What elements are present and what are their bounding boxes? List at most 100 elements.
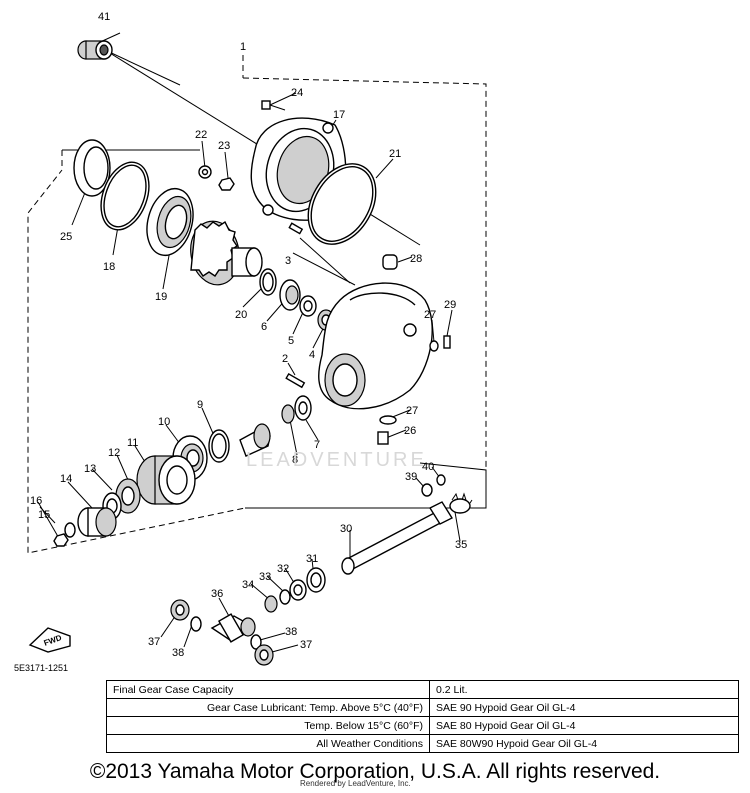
- callout-36: 36: [211, 588, 223, 600]
- part-23-nut: [218, 177, 235, 191]
- part-3-stud: [288, 222, 351, 284]
- callout-22: 22: [195, 129, 207, 141]
- spec-label: Final Gear Case Capacity: [106, 680, 430, 699]
- callout-14: 14: [60, 473, 72, 485]
- part-12-nut: [115, 478, 141, 514]
- callout-38-right: 38: [285, 626, 297, 638]
- callout-37-right: 37: [300, 639, 312, 651]
- spec-value: 0.2 Lit.: [429, 680, 739, 699]
- part-11-bearing-housing: [136, 455, 196, 505]
- callout-20: 20: [235, 309, 247, 321]
- part-18-o-ring: [100, 161, 150, 231]
- callout-3: 3: [285, 255, 291, 267]
- part-38-clip: [190, 616, 202, 632]
- part-32-washer: [289, 579, 307, 601]
- callout-31: 31: [306, 553, 318, 565]
- callout-21: 21: [389, 148, 401, 160]
- callout-12: 12: [108, 447, 120, 459]
- callout-17: 17: [333, 109, 345, 121]
- part-19-bearing: [146, 187, 194, 257]
- callout-27-lower: 27: [406, 405, 418, 417]
- part-gear-case-housing: [318, 282, 433, 410]
- spec-value: SAE 80W90 Hypoid Gear Oil GL-4: [429, 734, 739, 753]
- fwd-arrow-icon: FWD: [28, 627, 71, 653]
- callout-24: 24: [291, 87, 303, 99]
- watermark: LEADVENTURE: [246, 449, 427, 471]
- callout-28: 28: [410, 253, 422, 265]
- callout-29: 29: [444, 299, 456, 311]
- part-16-nut: [53, 533, 69, 547]
- part-33-clip: [279, 589, 291, 605]
- spec-label: Temp. Below 15°C (60°F): [106, 716, 430, 735]
- part-40-circlip: [436, 474, 446, 486]
- part-27-washer-lower: [379, 415, 397, 425]
- part-29-bolt: [443, 335, 451, 349]
- callout-9: 9: [197, 399, 203, 411]
- callout-7: 7: [314, 439, 320, 451]
- spec-label: Gear Case Lubricant: Temp. Above 5°C (40…: [106, 698, 430, 717]
- part-14-coupling: [77, 507, 117, 537]
- callout-18: 18: [103, 261, 115, 273]
- callout-19: 19: [155, 291, 167, 303]
- callout-27: 27: [424, 309, 436, 321]
- callout-30: 30: [340, 523, 352, 535]
- part-26-drain-bolt: [377, 431, 389, 445]
- part-28-plug: [382, 254, 398, 270]
- callout-13: 13: [84, 463, 96, 475]
- part-15-washer: [64, 522, 76, 538]
- spec-label: All Weather Conditions: [106, 734, 430, 753]
- callout-41: 41: [98, 11, 110, 23]
- callout-33: 33: [259, 571, 271, 583]
- callout-25: 25: [60, 231, 72, 243]
- spec-value: SAE 80 Hypoid Gear Oil GL-4: [429, 716, 739, 735]
- part-6-bearing: [279, 279, 301, 311]
- diagram-code: 5E3171-1251: [14, 663, 69, 673]
- callout-6: 6: [261, 321, 267, 333]
- callout-1: 1: [240, 41, 246, 53]
- callout-23: 23: [218, 140, 230, 152]
- part-30-drive-shaft: [341, 501, 454, 575]
- callout-5: 5: [288, 335, 294, 347]
- part-31-oil-seal: [306, 567, 326, 593]
- part-pinion-gear: [239, 423, 271, 457]
- part-34-spring: [264, 595, 278, 613]
- part-7-collar: [294, 395, 312, 421]
- callout-10: 10: [158, 416, 170, 428]
- copyright-footer: ©2013 Yamaha Motor Corporation, U.S.A. A…: [89, 760, 661, 783]
- part-9-shim: [208, 429, 230, 463]
- part-5-collar: [299, 295, 317, 317]
- part-2-pin: [285, 372, 306, 389]
- callout-15: 15: [38, 509, 50, 521]
- part-27-washer: [429, 340, 439, 352]
- part-20-shim: [259, 268, 277, 296]
- callout-38: 38: [172, 647, 184, 659]
- callout-37: 37: [148, 636, 160, 648]
- callout-32: 32: [277, 563, 289, 575]
- part-41-bushing: [77, 40, 113, 60]
- table-row: Gear Case Lubricant: Temp. Above 5°C (40…: [106, 698, 739, 717]
- callout-8: 8: [292, 454, 298, 466]
- callout-16: 16: [30, 495, 42, 507]
- lubricant-spec-table: Final Gear Case Capacity 0.2 Lit. Gear C…: [106, 680, 739, 753]
- table-row: Final Gear Case Capacity 0.2 Lit.: [106, 680, 739, 699]
- part-22-nut: [198, 165, 212, 179]
- callout-40: 40: [422, 461, 434, 473]
- spec-value: SAE 90 Hypoid Gear Oil GL-4: [429, 698, 739, 717]
- callout-4: 4: [309, 349, 315, 361]
- callout-35: 35: [455, 539, 467, 551]
- part-37-bearing: [170, 599, 190, 621]
- table-row: Temp. Below 15°C (60°F) SAE 80 Hypoid Ge…: [106, 716, 739, 735]
- callout-34: 34: [242, 579, 254, 591]
- callout-2: 2: [282, 353, 288, 365]
- part-37-bearing-right: [254, 644, 274, 666]
- parts: FWD: [28, 40, 473, 666]
- table-row: All Weather Conditions SAE 80W90 Hypoid …: [106, 734, 739, 753]
- part-24-bolt: [261, 100, 286, 111]
- part-39-clip: [421, 483, 433, 497]
- callout-11: 11: [127, 437, 138, 449]
- part-ring-gear: [190, 220, 263, 286]
- part-21-o-ring: [307, 163, 377, 245]
- callout-39: 39: [405, 471, 417, 483]
- callout-labels: 41 1 24 17 22 23 21 25 18 19 3 28 20 6 5…: [30, 11, 467, 659]
- part-38-clip-right: [250, 634, 262, 650]
